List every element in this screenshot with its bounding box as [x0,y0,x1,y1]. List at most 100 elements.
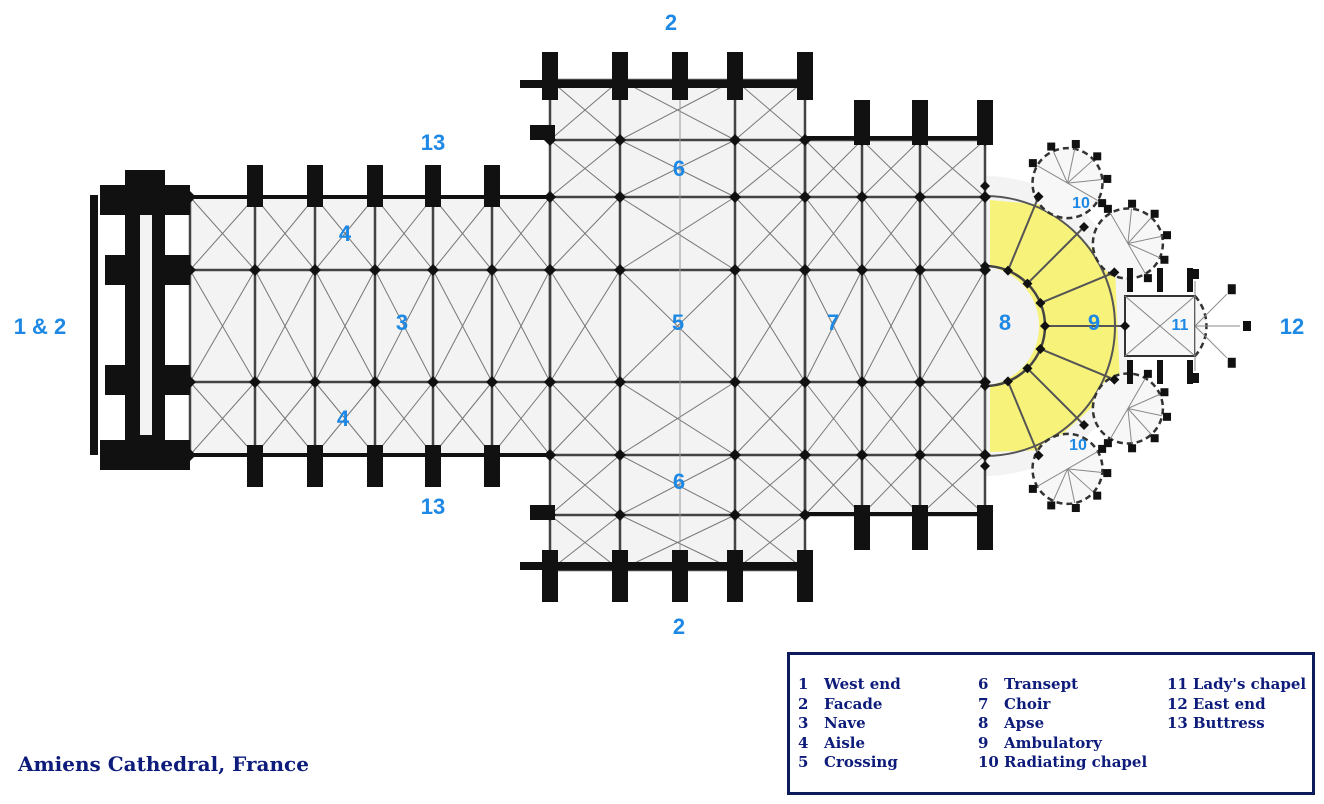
rib [1067,182,1099,202]
rib [619,196,736,271]
rib [432,381,493,456]
floor-area [550,80,805,570]
chapel-buttress [1047,501,1056,510]
legend-label: Buttress [1192,714,1265,732]
rib [734,381,806,456]
rib [861,139,921,198]
rib [1067,468,1094,493]
rib [189,196,256,271]
pier [979,449,991,461]
floor-area [190,197,550,455]
buttress [367,165,383,207]
transept-wall [520,562,810,570]
rib [619,139,736,198]
chapel-buttress [1028,484,1037,493]
legend-item: 5 Crossing [798,753,901,773]
rib [804,381,863,456]
rib [734,196,806,271]
rib [734,454,806,516]
walls-and-piers [90,52,1251,602]
buttress [367,445,383,487]
chapel-buttress [1187,360,1193,384]
legend-number: 7 [978,694,989,713]
buttress [797,550,813,602]
rib [314,269,376,383]
rib [549,269,621,383]
rib [861,196,921,271]
transept-wall [520,80,810,88]
chapel-buttress [1243,321,1251,331]
legend-number: 4 [798,733,809,752]
label-ladys-chapel: 11 [1172,317,1189,334]
rib [619,454,736,516]
buttress [797,52,813,100]
rib [861,454,921,516]
chapel-buttress [1187,268,1193,292]
rib [1127,408,1152,435]
nave-wall [190,453,550,457]
rib [1127,393,1161,409]
buttress [484,445,500,487]
rib [1040,348,1115,381]
buttress [484,165,500,207]
chapel-buttress [1157,360,1163,384]
pier [856,449,868,461]
rib [619,381,736,456]
buttress [727,550,743,602]
pier [980,181,990,191]
rib [1109,408,1129,440]
rib [374,269,434,383]
rib [549,454,621,516]
pier [856,264,868,276]
chapel-buttress [1227,357,1236,368]
rib [1040,271,1115,304]
rib [919,269,986,383]
plan-floor [190,80,1135,570]
rib [1007,196,1040,271]
pier [1120,321,1130,331]
pier [1040,321,1050,331]
chapel-buttress [1047,142,1056,151]
pier [979,191,991,203]
legend-number: 5 [798,753,809,771]
chapel-buttress [1103,204,1112,213]
rib [1127,408,1133,444]
rib [804,269,863,383]
pier [614,134,626,146]
rib [254,196,316,271]
buttress [977,100,993,145]
rib [1026,226,1085,285]
rib [1127,243,1161,259]
chapel-buttress [1160,255,1169,264]
rib [1036,165,1068,184]
pier [1002,265,1013,276]
chapel-buttress [1103,439,1112,448]
legend-label: Lady's chapel [1192,675,1307,693]
pier [614,191,626,203]
buttress [425,165,441,207]
buttress [912,505,928,550]
pier [729,376,741,388]
label-buttress-north: 13 [421,130,445,155]
pier [980,461,990,471]
buttress [307,445,323,487]
pier [249,376,261,388]
rib [734,139,806,198]
label-west-end: 1 & 2 [14,314,67,339]
pier [799,264,811,276]
pier [914,449,926,461]
rib [1052,150,1068,184]
pier [914,376,926,388]
pier [309,264,321,276]
legend-number: 11 [1167,675,1188,693]
legend-label: Crossing [824,753,898,771]
rib [1067,468,1103,474]
rib [1067,450,1099,470]
buttress [247,165,263,207]
chapel-buttress [1103,469,1112,478]
